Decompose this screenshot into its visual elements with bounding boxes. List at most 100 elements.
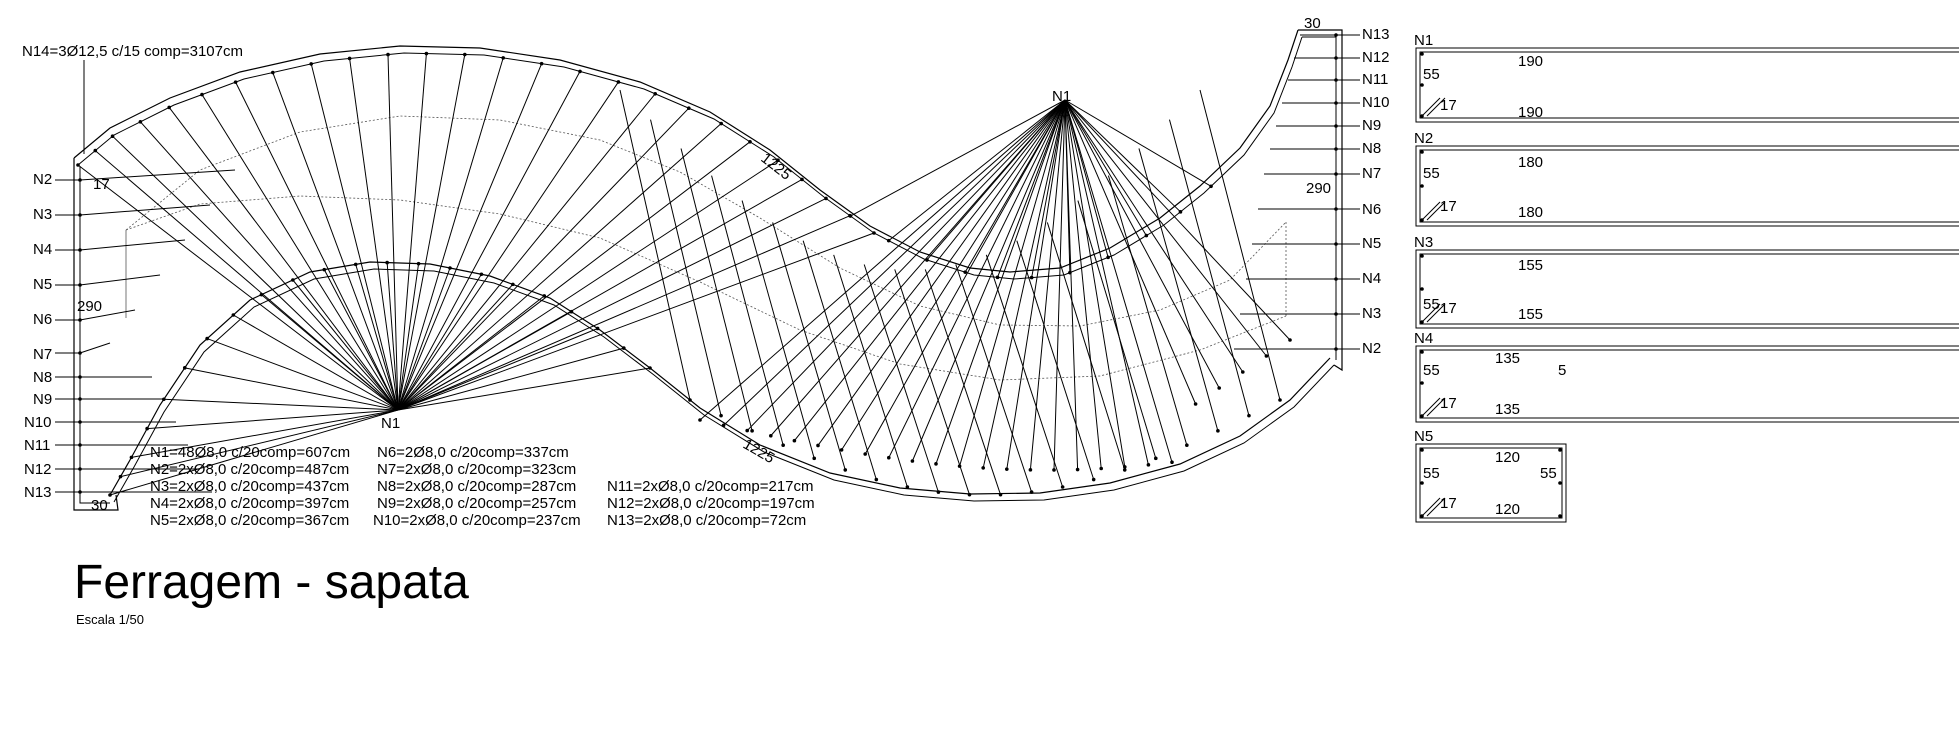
radial-bar — [746, 99, 1066, 431]
bar-dot — [309, 62, 314, 66]
schedule-entry: N4=2xØ8,0 c/20comp=397cm — [150, 495, 349, 512]
detail-name: N4 — [1414, 330, 1433, 347]
radial-bar — [168, 107, 399, 411]
bar-dot — [1029, 490, 1034, 494]
radial-bar — [794, 99, 1066, 442]
bar-dot — [963, 270, 967, 274]
radial-bar — [397, 81, 619, 411]
radial-bar — [131, 409, 399, 458]
schedule-entry: N13=2xØ8,0 c/20comp=72cm — [607, 512, 806, 529]
left-bar — [79, 274, 161, 286]
bar-dot — [76, 163, 80, 167]
detail-top: 190 — [1518, 53, 1543, 70]
bar-dot — [416, 261, 421, 266]
bar-dot — [872, 231, 876, 235]
bar-dot — [1334, 33, 1338, 37]
bar-dot — [863, 452, 867, 456]
bar-dot — [1060, 485, 1065, 489]
right-bar-label: N9 — [1362, 117, 1381, 134]
bar-dot — [936, 490, 941, 494]
detail-side: 55 — [1423, 66, 1440, 83]
left-bar — [79, 342, 111, 354]
right-bar-label: N5 — [1362, 235, 1381, 252]
bar-dot — [108, 493, 112, 497]
radial-bar — [397, 215, 851, 411]
radial-bar — [397, 159, 779, 411]
bar-dot — [1185, 443, 1189, 448]
transverse-bar — [802, 240, 877, 480]
bar-dot — [648, 366, 652, 370]
radial-bar — [109, 409, 399, 496]
drawing-scale: Escala 1/50 — [76, 612, 144, 627]
schedule-entry: N12=2xØ8,0 c/20comp=197cm — [607, 495, 815, 512]
bar-dot — [1091, 477, 1096, 482]
radial-bar — [1031, 99, 1066, 278]
detail-top: 135 — [1495, 350, 1520, 367]
transverse-bar — [955, 264, 1033, 493]
schedule-entry: N1=48Ø8,0 c/20comp=607cm — [150, 444, 350, 461]
detail-hook: 17 — [1440, 495, 1457, 512]
bar-dot — [511, 282, 515, 287]
transverse-bar — [680, 148, 753, 431]
radial-bar — [386, 262, 399, 411]
left-bar — [79, 204, 211, 216]
bar-dot — [78, 213, 82, 217]
detail-bar — [1419, 447, 1563, 519]
bar-dot — [887, 455, 891, 460]
bar-dot — [653, 92, 657, 96]
schedule-entry: N7=2xØ8,0 c/20comp=323cm — [377, 461, 576, 478]
bar-dot — [967, 492, 972, 497]
radial-bar — [206, 338, 399, 411]
bar-dot — [463, 52, 467, 57]
radial-bar — [770, 99, 1066, 437]
left-bar — [79, 309, 136, 321]
bar-dot — [698, 418, 702, 422]
bar-dot — [1334, 347, 1338, 351]
radial-bar — [397, 295, 545, 411]
radial-bar — [1064, 99, 1149, 465]
radial-bar — [397, 123, 722, 411]
bar-dot — [1217, 386, 1221, 390]
bar-dot — [816, 443, 820, 448]
radial-bar — [1064, 99, 1212, 187]
bar-dot — [839, 448, 844, 452]
bar-dot — [1278, 398, 1282, 402]
bar-dot — [129, 455, 134, 460]
bar-dot — [1209, 184, 1213, 189]
radial-bar — [349, 58, 399, 411]
detail-frame — [1415, 443, 1567, 523]
detail-right-side: 55 — [1540, 465, 1557, 482]
bar-dot — [78, 467, 82, 471]
radial-bar — [1029, 99, 1066, 470]
radial-bar — [397, 57, 504, 411]
radial-bar — [77, 164, 399, 411]
bar-dot — [792, 438, 797, 443]
radial-bar — [1064, 99, 1102, 469]
bar-dot — [386, 52, 390, 57]
bar-dot — [1247, 413, 1251, 418]
bar-dot — [1334, 172, 1338, 176]
left-end-wall — [73, 158, 119, 511]
transverse-bar — [1046, 222, 1126, 471]
left-bar-label: N8 — [33, 369, 52, 386]
bar-dot — [259, 292, 264, 297]
transverse-bar — [833, 254, 908, 488]
detail-top: 155 — [1518, 257, 1543, 274]
radial-bar — [1064, 99, 1147, 236]
bar-dot — [1052, 468, 1056, 472]
right-bar-label: N11 — [1362, 71, 1388, 88]
detail-frame — [1415, 145, 1959, 227]
radial-bar — [888, 99, 1066, 458]
right-bar-label: N8 — [1362, 140, 1381, 157]
radial-bar — [163, 398, 399, 411]
bar-dot — [1146, 463, 1151, 467]
bar-dot — [233, 80, 238, 84]
bar-dot — [542, 294, 547, 298]
bar-dot — [781, 443, 785, 448]
bar-dot — [1106, 255, 1110, 260]
footing-lower-inner-edge — [113, 268, 1335, 503]
bar-dot — [569, 309, 574, 314]
transverse-bar — [711, 175, 784, 446]
bar-dot — [776, 158, 780, 162]
bar-dot — [843, 468, 848, 472]
